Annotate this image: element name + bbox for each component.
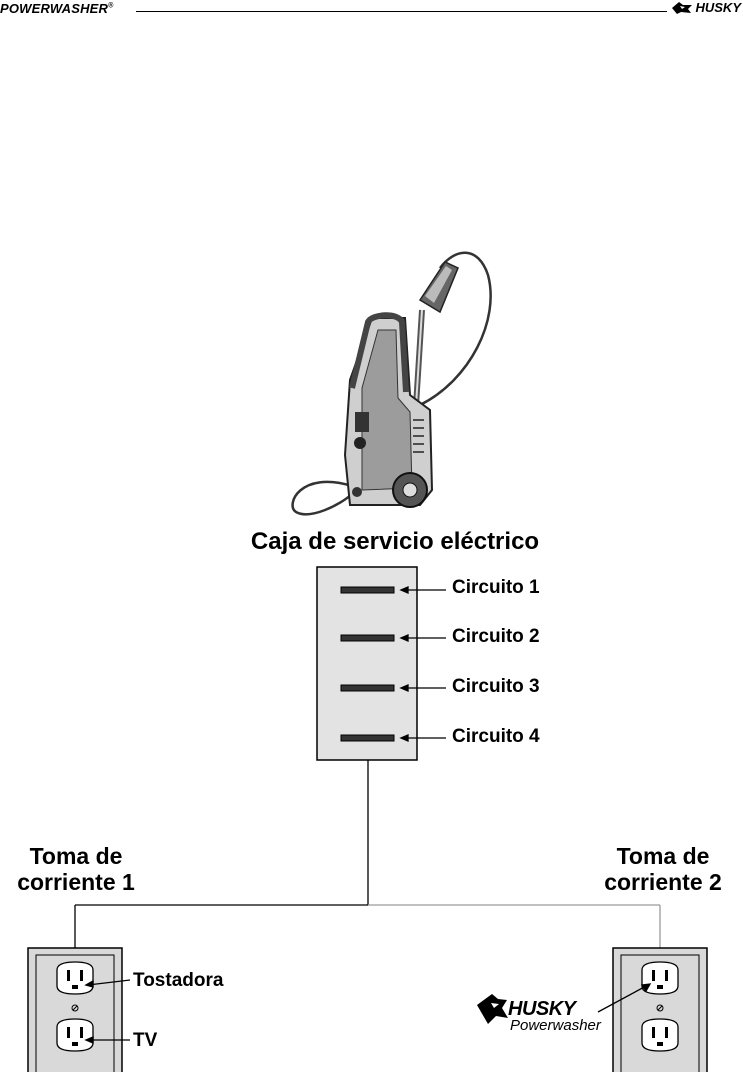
device-label-toaster: Tostadora	[133, 970, 224, 991]
outlet-1-plate	[27, 947, 123, 1072]
circuit-label-1: Circuito 1	[452, 577, 540, 598]
outlet-1-title: Toma de corriente 1	[17, 843, 135, 895]
outlet-1-leaders	[84, 979, 131, 1044]
circuit-leader-lines	[399, 586, 446, 742]
circuit-label-3: Circuito 3	[452, 676, 540, 697]
outlet-2-plate	[612, 947, 708, 1072]
breaker-4	[340, 734, 395, 742]
service-box-title: Caja de servicio eléctrico	[250, 528, 540, 555]
breaker-3	[340, 684, 395, 692]
breakers	[340, 586, 395, 742]
receptacle-bottom	[56, 1018, 94, 1052]
service-box-panel	[316, 566, 418, 761]
breaker-1	[340, 586, 395, 594]
header-brand: POWERWASHER®	[0, 1, 114, 16]
husky-dog-head-icon	[477, 994, 508, 1024]
header-rule	[136, 11, 667, 12]
washer-handle	[349, 312, 409, 393]
device-logo-product: Powerwasher	[510, 1017, 601, 1034]
outlet-2-title: Toma de corriente 2	[604, 843, 722, 895]
circuit-label-2: Circuito 2	[452, 626, 540, 647]
wiring	[74, 760, 661, 948]
circuit-label-4: Circuito 4	[452, 726, 540, 747]
receptacle-bottom	[641, 1018, 679, 1052]
hose	[419, 251, 492, 407]
power-cord	[291, 480, 353, 516]
breaker-2	[340, 634, 395, 642]
receptacle-top	[56, 961, 94, 995]
pressure-washer-illustration	[291, 251, 492, 516]
outlet-2-leader	[597, 983, 652, 1013]
device-label-tv: TV	[133, 1030, 158, 1051]
receptacle-top	[641, 961, 679, 995]
husky-dog-head-icon	[672, 1, 693, 14]
device-logo-brand: HUSKY	[508, 998, 576, 1020]
header-logo: HUSKY	[671, 0, 741, 15]
